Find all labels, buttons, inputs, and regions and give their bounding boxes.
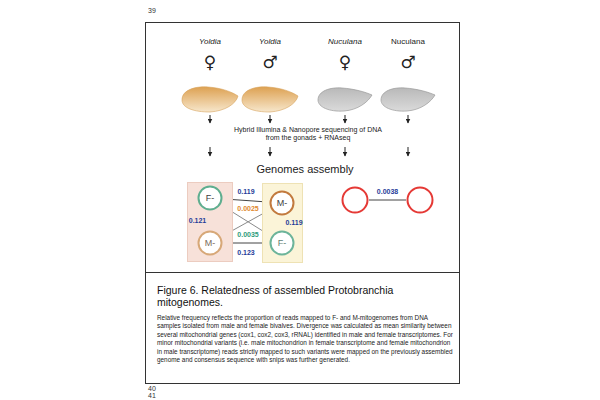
genome-circle: F- [269,230,295,256]
figure-frame [146,23,460,384]
genome-circle: M- [269,190,295,216]
down-arrow [210,115,211,123]
node-label: M- [205,239,216,248]
divergence-value: 0.119 [285,219,302,227]
down-arrow [270,147,271,156]
frame-divider [146,272,460,273]
circle-shape [271,192,294,215]
figure-title: Figure 6. Relatedness of assembled Proto… [157,284,453,308]
down-arrow [270,115,271,123]
down-arrow [408,147,409,156]
circle-outline [406,186,434,214]
species-name: Yoldia [259,37,281,46]
circle-shape [271,232,294,255]
divergence-line [369,200,406,201]
circle-shape [408,188,433,213]
sex-symbol: ♀ [204,54,216,71]
sex-symbol: ♀ [339,54,351,71]
species-name: Yoldia [199,37,221,46]
yoldia-shell [242,87,298,112]
divergence-value: 0.121 [189,216,207,224]
species-name: Nuculana [328,37,362,46]
sex-symbol: ♂ [400,54,415,71]
genome-circle: F- [197,185,223,211]
divergence-value: 0.0038 [377,188,398,196]
node-label: F- [278,239,287,248]
genome-circle [341,186,369,214]
down-arrow [408,115,409,123]
divergence-value: 0.0025 [237,205,258,213]
step-heading: Genomes assembly [256,163,353,176]
page-number: 41 [148,392,156,400]
divergence-value: 0.0035 [237,231,258,239]
node-label: F- [206,194,215,203]
down-arrow [210,147,211,156]
page-number: 40 [148,385,156,393]
circle-shape [343,188,368,213]
divergence-value: 0.119 [237,187,254,195]
species-name: Nuculana [391,37,425,46]
page-number: 39 [148,7,156,15]
node-label: M- [277,199,288,208]
genome-circle: M- [197,230,223,256]
figure-caption: Relative frequency reflects the proporti… [157,314,453,365]
down-arrow [345,147,346,156]
flow-arrows [210,115,408,156]
circle-shape [199,232,222,255]
divergence-value: 0.123 [237,249,255,257]
nuculana-shell [318,88,372,111]
yoldia-shell [182,87,238,112]
nuculana-shell [381,88,435,111]
down-arrow [345,115,346,123]
sex-symbol: ♂ [262,54,277,71]
method-note: Hybrid Illumina & Nanopore sequencing of… [233,126,383,142]
circle-outline [341,186,369,214]
circle-shape [199,187,222,210]
genome-circle [406,186,434,214]
